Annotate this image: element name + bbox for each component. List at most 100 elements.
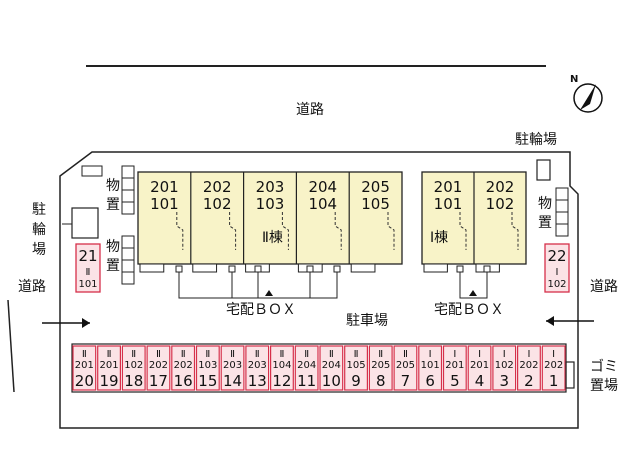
parking-space-room: 104	[272, 360, 291, 371]
road-left-label: 道路	[18, 279, 46, 295]
parking-space-building: Ⅱ	[181, 349, 186, 360]
parking-space-building: Ⅰ	[478, 349, 481, 360]
parking-space-building: Ⅰ	[453, 349, 456, 360]
bike-parking-left-label-2: 輪	[32, 221, 46, 238]
parking-space-number: 2	[524, 372, 534, 390]
parking-space-room: 202	[519, 360, 538, 371]
parking-space-room: 101	[421, 360, 440, 371]
parking-space-room: 102	[495, 360, 514, 371]
parking-space-number: 3	[499, 372, 509, 390]
north-arrow-icon: N	[570, 74, 603, 113]
parking-space-room: 105	[347, 360, 366, 371]
parking-space-room: 201	[445, 360, 464, 371]
bike-parking-left-label-1: 駐	[32, 202, 46, 218]
delivery-box-right-label: 宅配ＢＯＸ	[434, 302, 504, 318]
side-space-building: Ⅰ	[556, 267, 559, 278]
parking-space-room: 201	[100, 360, 119, 371]
building_ii_units-unit-upper: 203	[256, 178, 285, 196]
parking-space-number: 18	[124, 372, 143, 390]
bike-shed-left	[71, 207, 99, 239]
parking-space-room: 205	[396, 360, 415, 371]
garbage-label-2: ミ	[604, 359, 618, 375]
parking-space-room: 202	[149, 360, 168, 371]
parking-space-number: 4	[475, 372, 485, 390]
parking-space-room: 102	[124, 360, 143, 371]
storage-label-c-1: 物	[538, 196, 552, 212]
parking-space-room: 204	[297, 360, 316, 371]
parking-space-building: Ⅱ	[107, 349, 112, 360]
building_i_units-unit-lower: 102	[486, 195, 515, 213]
parking-space-building: Ⅰ	[552, 349, 555, 360]
parking-space-building: Ⅱ	[279, 349, 284, 360]
storage-label-a-1: 物	[106, 178, 120, 194]
parking-space-number: 7	[401, 372, 411, 390]
building-i-label: Ⅰ棟	[430, 230, 448, 246]
parking-space-room: 202	[544, 360, 563, 371]
parking-space-number: 19	[100, 372, 119, 390]
garbage-label-4: 場	[604, 378, 618, 394]
parking-space-building: Ⅱ	[82, 349, 87, 360]
building_i_units-unit-upper: 201	[434, 178, 463, 196]
garbage-bin	[565, 361, 575, 389]
parking-space-number: 6	[425, 372, 435, 390]
parking-space-room: 201	[470, 360, 489, 371]
parking-space-room: 205	[371, 360, 390, 371]
bike-parking-right-label: 駐輪場	[515, 131, 557, 148]
parking-space-room: 103	[198, 360, 217, 371]
parking-space-building: Ⅱ	[230, 349, 235, 360]
building_ii_units-unit-lower: 105	[361, 195, 390, 213]
parking-space-building: Ⅱ	[403, 349, 408, 360]
storage-label-b-1: 物	[106, 239, 120, 255]
bike-shed-right	[536, 159, 551, 181]
building_ii_units-unit-lower: 101	[150, 195, 179, 213]
parking-space-number: 14	[223, 372, 242, 390]
building-ii-label: Ⅱ棟	[262, 230, 283, 246]
parking-space-building: Ⅱ	[354, 349, 359, 360]
building_ii_units-unit-upper: 201	[150, 178, 179, 196]
parking-space-number: 8	[376, 372, 386, 390]
parking-space-number: 12	[272, 372, 291, 390]
building_ii_units-unit-lower: 103	[256, 195, 285, 213]
building-ii	[137, 171, 403, 265]
building_ii_units-unit-lower: 104	[308, 195, 337, 213]
parking-space-building: Ⅰ	[429, 349, 432, 360]
parking-space-number: 9	[351, 372, 361, 390]
parking-space-number: 11	[297, 372, 316, 390]
side-space-building: Ⅱ	[86, 267, 91, 278]
parking-space-number: 13	[248, 372, 267, 390]
parking-space-building: Ⅱ	[329, 349, 334, 360]
parking-space-building: Ⅱ	[304, 349, 309, 360]
delivery-box-lines-right	[459, 270, 488, 299]
entrance-arrow-left-icon	[42, 318, 90, 328]
delivery-box-lines-left	[178, 270, 338, 299]
building_ii_units-unit-upper: 204	[308, 178, 337, 196]
parking-space-building: Ⅰ	[527, 349, 530, 360]
garbage-label-1: ゴ	[590, 358, 604, 375]
delivery-box-left-label: 宅配ＢＯＸ	[226, 302, 296, 318]
garbage-label-3: 置	[590, 378, 604, 394]
building_ii_units-unit-lower: 102	[203, 195, 232, 213]
building_i_units-unit-lower: 101	[434, 195, 463, 213]
parking-space-building: Ⅱ	[156, 349, 161, 360]
